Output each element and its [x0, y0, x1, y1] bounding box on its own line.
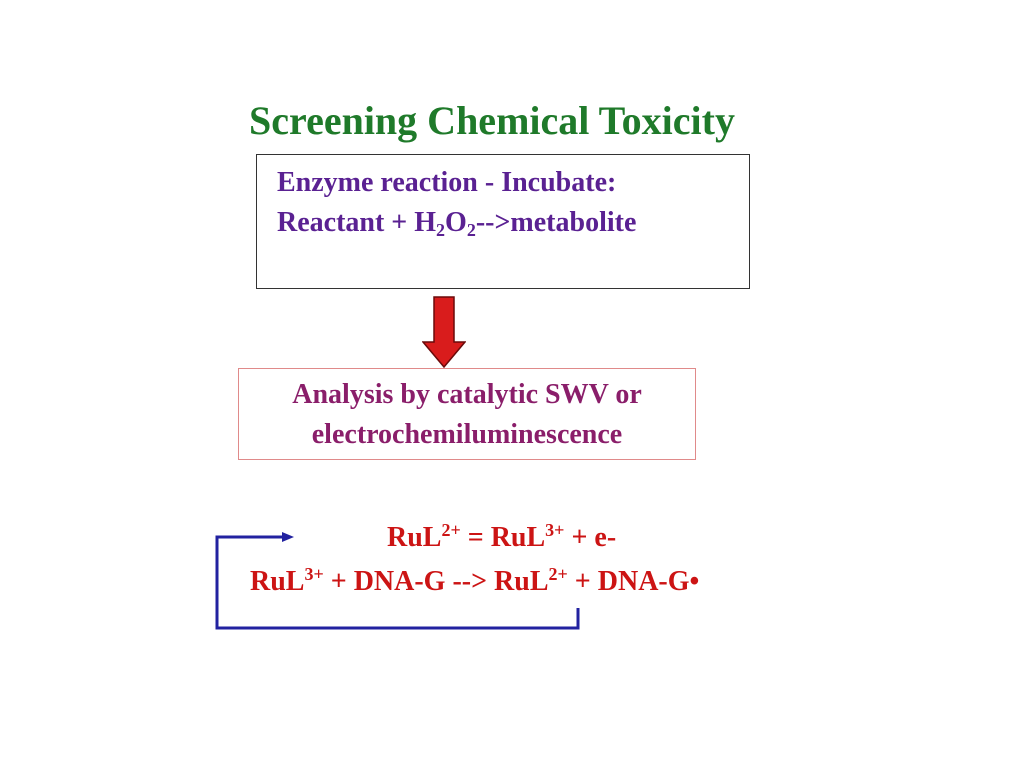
redox-equation-1: RuL2+ = RuL3+ + e- — [387, 518, 616, 558]
oxygen-text: O — [445, 207, 467, 238]
enzyme-reaction-line1: Enzyme reaction - Incubate: — [277, 167, 617, 198]
analysis-box: Analysis by catalytic SWV or electrochem… — [238, 368, 696, 460]
eq2-charge-3: 3+ — [304, 564, 324, 584]
o2-subscript: 2 — [466, 220, 476, 240]
analysis-text: Analysis by catalytic SWV or electrochem… — [239, 375, 695, 455]
analysis-line2: electrochemiluminescence — [311, 419, 623, 450]
redox-equation-2: RuL3+ + DNA-G --> RuL2+ + DNA-G• — [250, 562, 699, 602]
eq1-charge-2: 2+ — [441, 520, 461, 540]
eq1-charge-3: 3+ — [545, 520, 565, 540]
enzyme-reaction-box: Enzyme reaction - Incubate: Reactant + H… — [256, 154, 750, 289]
feedback-loop-arrow — [215, 532, 580, 630]
feedback-arrowhead-icon — [282, 532, 294, 542]
analysis-line1: Analysis by catalytic SWV or — [292, 379, 642, 410]
eq1-ru-label-2: = RuL — [460, 522, 546, 553]
eq2-dna-reaction: + DNA-G --> RuL — [323, 566, 549, 597]
eq2-ru-label: RuL — [250, 566, 305, 597]
reactant-text: Reactant + H — [277, 207, 437, 238]
down-arrow-shape — [422, 296, 466, 368]
enzyme-reaction-line2: Reactant + H2O2-->metabolite — [277, 203, 636, 243]
feedback-loop-line — [215, 535, 580, 630]
eq1-electron: + e- — [564, 522, 617, 553]
down-arrow-icon — [422, 296, 466, 368]
metabolite-text: -->metabolite — [475, 207, 637, 238]
enzyme-reaction-text: Enzyme reaction - Incubate: Reactant + H… — [277, 163, 636, 243]
eq2-dna-radical: + DNA-G• — [567, 566, 700, 597]
h2-subscript: 2 — [436, 220, 446, 240]
eq2-charge-2: 2+ — [548, 564, 568, 584]
eq1-ru-label: RuL — [387, 522, 442, 553]
slide-title: Screening Chemical Toxicity — [249, 98, 735, 143]
